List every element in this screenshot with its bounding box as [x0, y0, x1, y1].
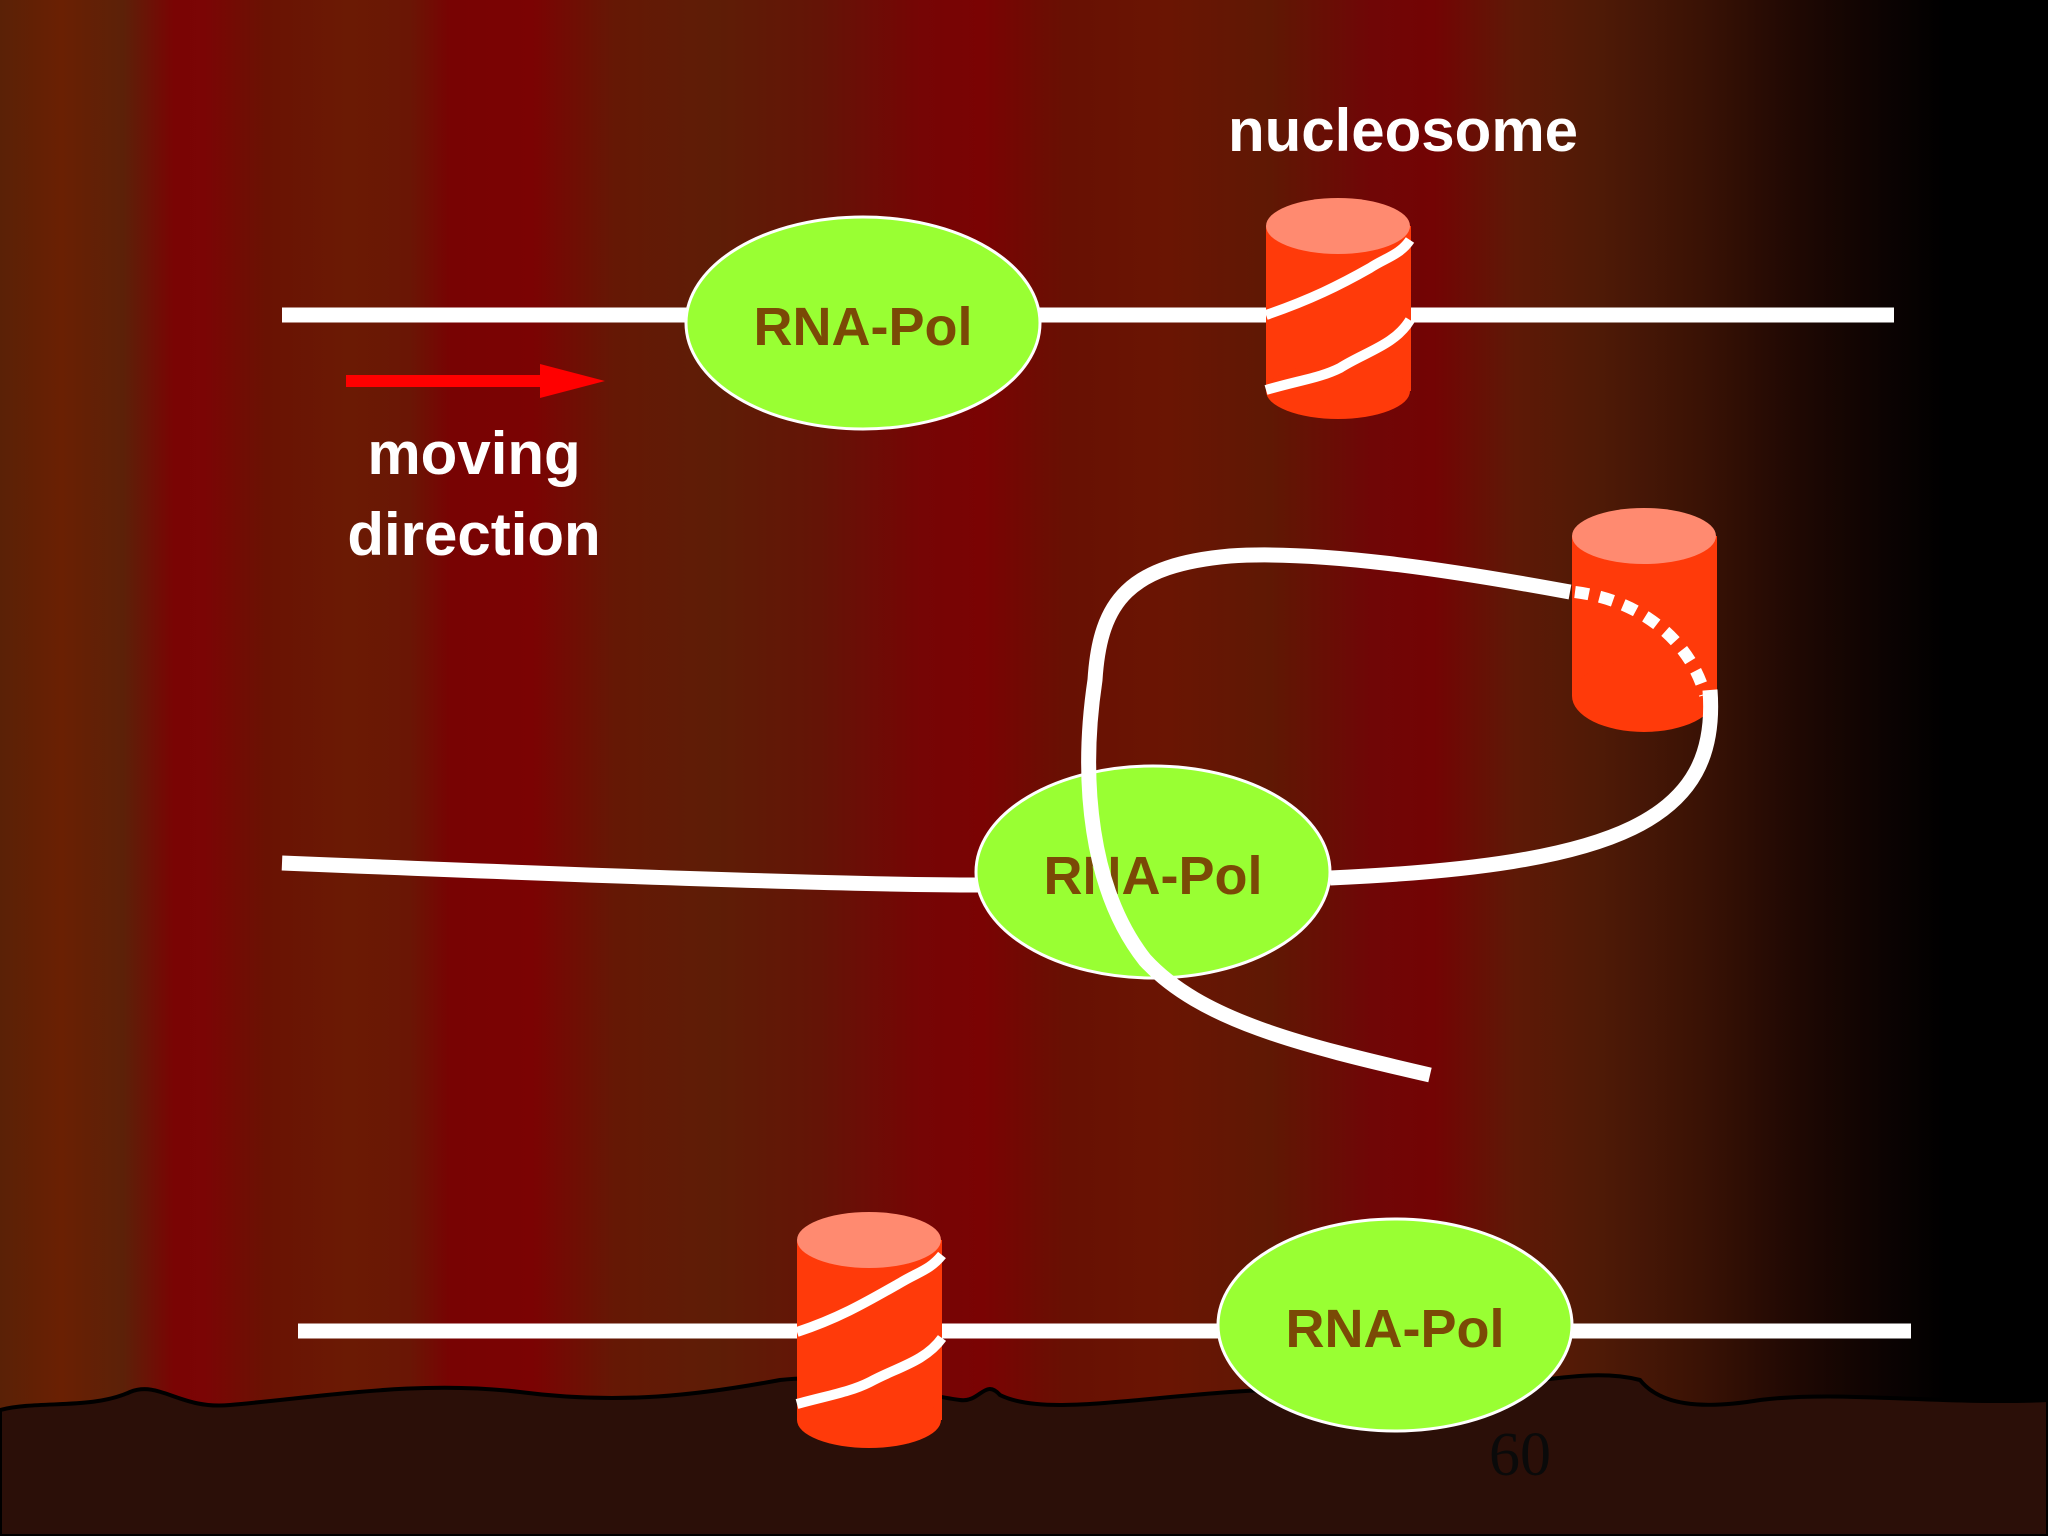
- nucleosome-label: nucleosome: [1228, 97, 1578, 164]
- rna-pol-top: [684, 215, 1042, 431]
- rna-pol-middle-label: RNA-Pol: [1044, 846, 1263, 906]
- dna-wrap-dotted: [1574, 586, 1711, 697]
- dna-strand-middle-left: [281, 855, 981, 893]
- moving-direction-arrow: [346, 364, 605, 398]
- rna-pol-bottom-label: RNA-Pol: [1286, 1299, 1505, 1359]
- nucleosome-middle: [1572, 508, 1717, 732]
- nucleosome-top: [1264, 198, 1415, 419]
- page-number: 60: [1489, 1421, 1551, 1489]
- rna-pol-top-label: RNA-Pol: [754, 297, 973, 357]
- moving-direction-label-line2: direction: [347, 501, 600, 568]
- rna-pol-bottom: [1216, 1217, 1574, 1433]
- floor: [0, 1373, 2048, 1536]
- dna-loop: [1081, 547, 1719, 1083]
- moving-direction-label-line1: moving: [367, 420, 580, 487]
- nucleosome-bottom: [795, 1212, 947, 1448]
